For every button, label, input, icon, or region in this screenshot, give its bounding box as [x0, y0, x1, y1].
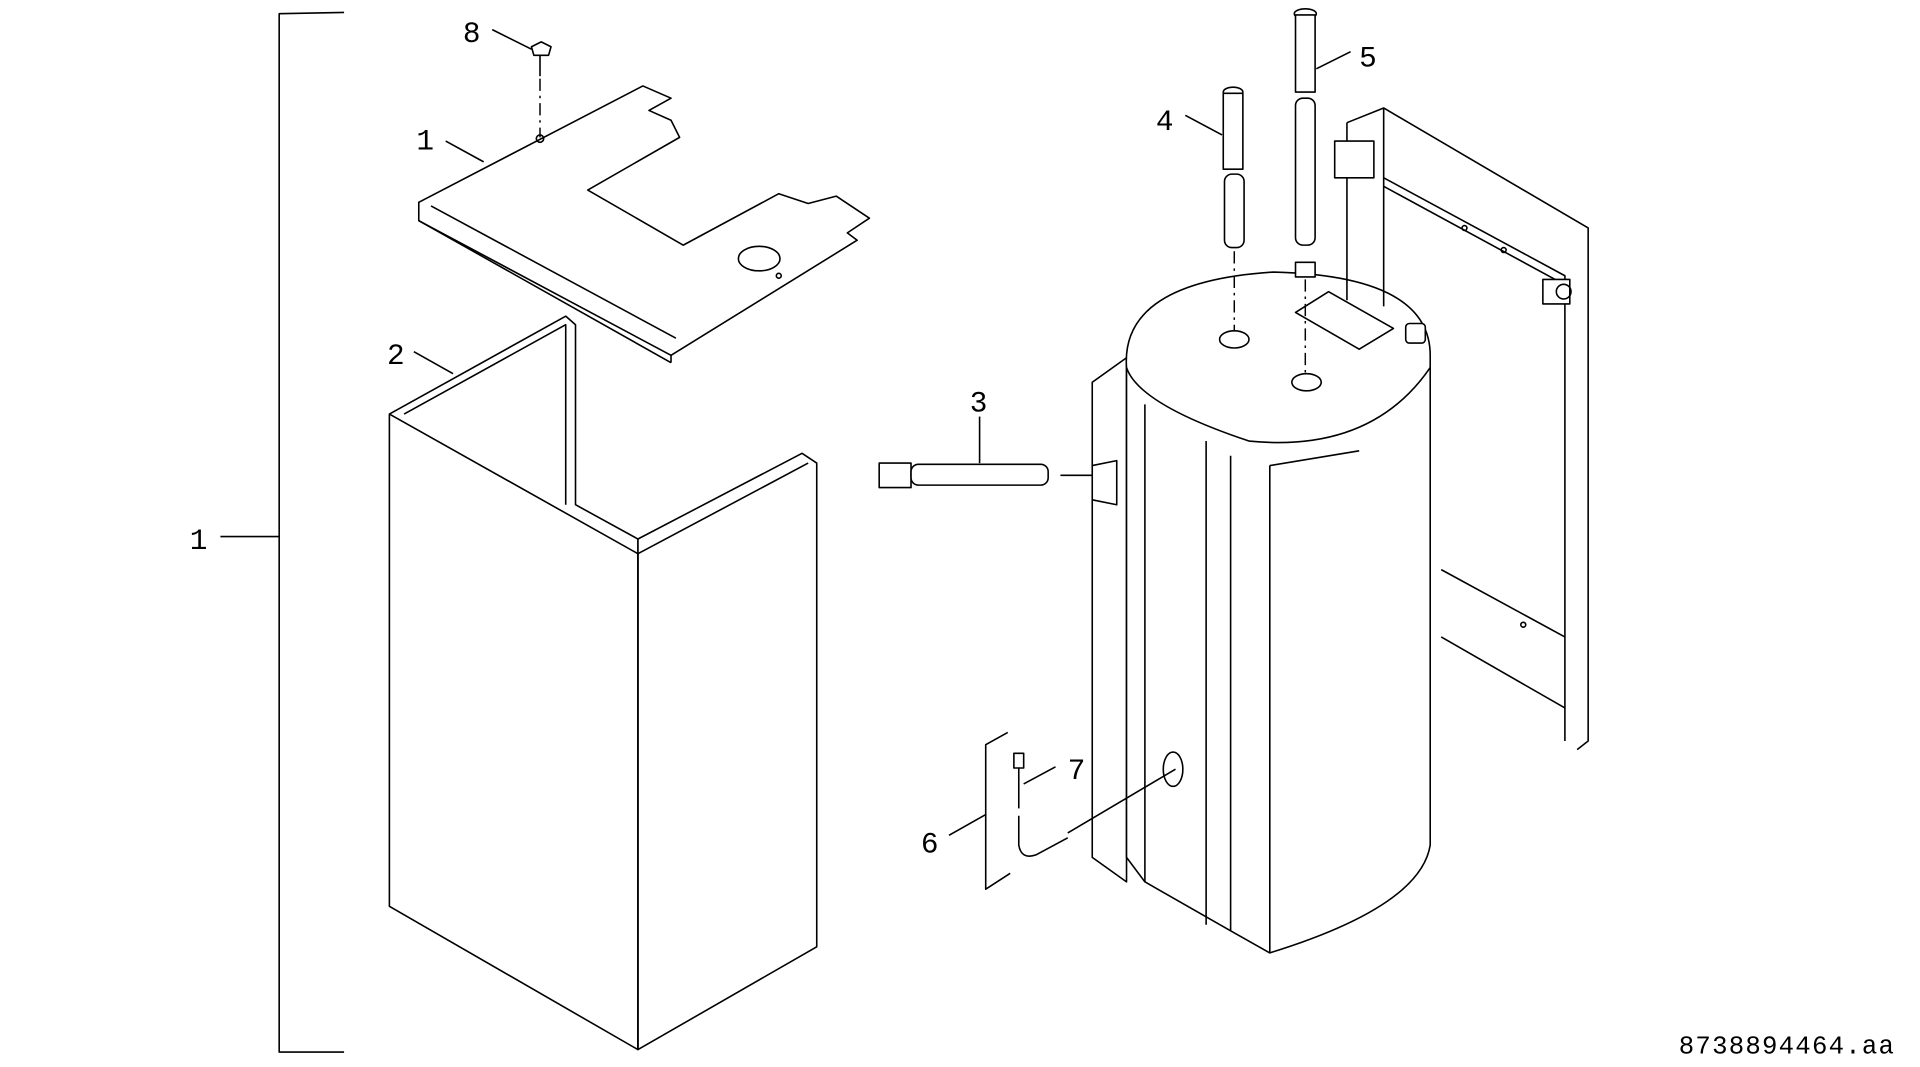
callout-8: 8 — [463, 18, 481, 51]
water-tank — [1091, 271, 1432, 954]
casing-part-2 — [388, 315, 818, 1051]
anode-rod-part-3 — [878, 416, 1103, 489]
callout-6: 6 — [921, 828, 939, 861]
drawing-number: 8738894464.aa — [1679, 1032, 1895, 1061]
callout-1-assembly: 1 — [190, 525, 208, 558]
sensor-part-6-7 — [948, 731, 1176, 891]
immersion-sleeve-part-5 — [1293, 8, 1351, 374]
assembly-bracket — [220, 11, 345, 1053]
callout-5: 5 — [1359, 42, 1377, 75]
immersion-sleeve-part-4 — [1184, 86, 1245, 331]
top-cover-part-1 — [417, 85, 871, 364]
screw-part-8 — [491, 28, 552, 138]
callout-2: 2 — [387, 340, 405, 373]
wall-mounting-frame — [1333, 107, 1589, 751]
callout-7: 7 — [1068, 755, 1086, 788]
callout-4: 4 — [1156, 106, 1174, 139]
callout-1-cover: 1 — [416, 126, 434, 159]
callout-3: 3 — [970, 388, 988, 421]
